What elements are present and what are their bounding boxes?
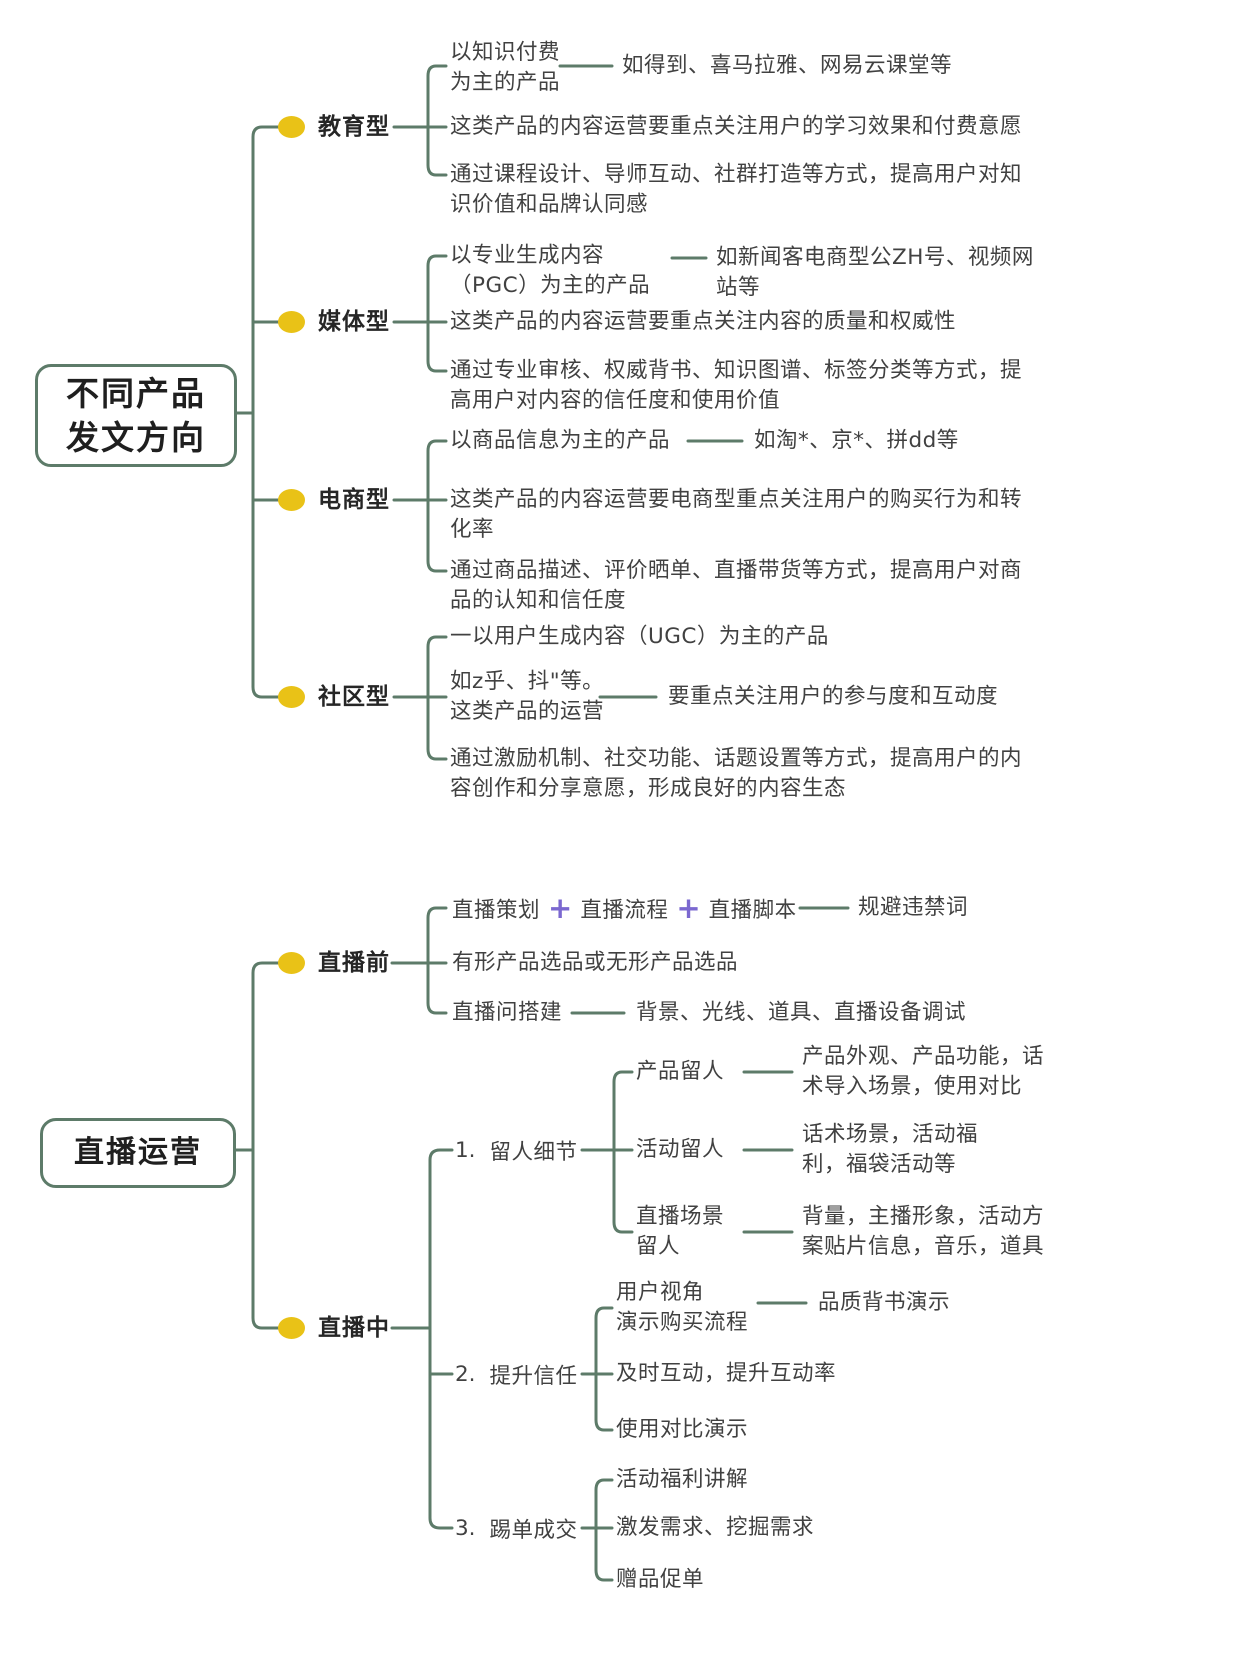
node-text: 通过激励机制、社交功能、话题设置等方式，提高用户的内 容创作和分享意愿，形成良好… [450, 746, 1023, 801]
node-text: 及时互动，提升互动率 [616, 1361, 837, 1386]
branch-media-label: 媒体型 [318, 309, 390, 335]
group-number: 1. [455, 1137, 476, 1163]
branch-ecommerce-label: 电商型 [318, 487, 390, 513]
root-node-posting-directions: 不同产品 发文方向 [35, 364, 237, 467]
bullet-icon-community [278, 686, 305, 708]
node-note: 话术场景，活动福 利，福袋活动等 [802, 1122, 979, 1177]
map1-trunk-lines [229, 125, 280, 699]
node-text: 直播问搭建 [452, 1000, 563, 1025]
node-note: 背景、光线、道具、直播设备调试 [636, 1000, 967, 1025]
node-text: 使用对比演示 [616, 1417, 749, 1442]
node-note: 如得到、喜马拉雅、网易云课堂等 [622, 53, 953, 78]
map1-education-lines [392, 64, 614, 177]
root1-line2: 发文方向 [66, 417, 206, 457]
bullet-icon-media [278, 311, 305, 333]
node-text: 以商品信息为主的产品 [450, 428, 671, 453]
node-note: 产品外观、产品功能，话 术导入场景，使用对比 [802, 1044, 1045, 1099]
bullet-icon-ecommerce [278, 489, 305, 511]
node-note: 规避违禁词 [858, 895, 969, 920]
node-note: 如淘*、京*、拼dd等 [754, 428, 959, 453]
plus-icon: + [676, 891, 701, 925]
node-text: 以知识付费 为主的产品 [450, 40, 561, 95]
node-text: 活动福利讲解 [616, 1467, 749, 1492]
node-text: 赠品促单 [616, 1567, 705, 1592]
node-text: 有形产品选品或无形产品选品 [452, 950, 739, 975]
node-text: 以专业生成内容 （PGC）为主的产品 [450, 243, 651, 298]
node-text: 产品留人 [636, 1059, 725, 1084]
node-text: 直播脚本 [708, 897, 797, 923]
live-plan-row: 直播策划 + 直播流程 + 直播脚本 [452, 893, 797, 923]
bullet-icon-before-live [278, 952, 305, 974]
node-text: 直播流程 [580, 897, 669, 923]
node-text: 通过商品描述、评价晒单、直播带货等方式，提高用户对商 品的认知和信任度 [450, 558, 1023, 613]
node-text: 活动留人 [636, 1137, 725, 1162]
group-title: 留人细节 [489, 1139, 578, 1165]
node-text: 用户视角 演示购买流程 [616, 1280, 749, 1335]
map1-community-lines [392, 635, 658, 761]
group-trust-label: 2. 提升信任 [455, 1359, 578, 1389]
node-text: 这类产品的内容运营要重点关注内容的质量和权威性 [450, 309, 957, 334]
node-text: 这类产品的内容运营要电商型重点关注用户的购买行为和转 化率 [450, 487, 1023, 542]
plus-icon: + [548, 891, 573, 925]
group-close-deal-label: 3. 踢单成交 [455, 1513, 578, 1543]
branch-education-label: 教育型 [318, 114, 390, 140]
group-title: 踢单成交 [489, 1517, 578, 1543]
node-text: 直播策划 [452, 897, 541, 923]
map2-close-deal-lines [580, 1478, 614, 1582]
group-number: 3. [455, 1515, 476, 1541]
group-number: 2. [455, 1361, 476, 1387]
group-title: 提升信任 [489, 1363, 578, 1389]
branch-before-live-label: 直播前 [318, 950, 390, 976]
map2-trunk-lines [228, 961, 280, 1330]
map2-during-live-lines [390, 1148, 454, 1530]
node-note: 品质背书演示 [818, 1290, 951, 1315]
branch-community-label: 社区型 [318, 684, 390, 710]
node-text: 通过专业审核、权威背书、知识图谱、标签分类等方式，提 高用户对内容的信任度和使用… [450, 358, 1023, 413]
node-text: 通过课程设计、导师互动、社群打造等方式，提高用户对知 识价值和品牌认同感 [450, 162, 1023, 217]
node-text: 激发需求、挖掘需求 [616, 1515, 815, 1540]
node-text: 一以用户生成内容（UGC）为主的产品 [450, 624, 829, 649]
bullet-icon-during-live [278, 1317, 305, 1339]
map2-before-live-lines [390, 906, 850, 1015]
root1-line1: 不同产品 [66, 373, 206, 413]
group-retain-label: 1. 留人细节 [455, 1135, 578, 1165]
node-text: 直播场景 留人 [636, 1204, 725, 1259]
bullet-icon-education [278, 116, 305, 138]
map2-trust-lines [580, 1301, 808, 1432]
node-text: 如z乎、抖"等。 这类产品的运营 [450, 669, 605, 724]
node-note: 如新闻客电商型公ZH号、视频网 站等 [716, 245, 1034, 300]
root2-line1: 直播运营 [74, 1135, 202, 1170]
node-note: 要重点关注用户的参与度和互动度 [668, 684, 999, 709]
node-note: 背量，主播形象，活动方 案贴片信息，音乐，道具 [802, 1204, 1045, 1259]
branch-during-live-label: 直播中 [318, 1315, 390, 1341]
map1-media-lines [392, 254, 708, 373]
map1-ecommerce-lines [392, 439, 744, 573]
node-text: 这类产品的内容运营要重点关注用户的学习效果和付费意愿 [450, 114, 1023, 139]
root-node-live-operations: 直播运营 [40, 1118, 236, 1188]
map2-retain-lines [580, 1070, 794, 1234]
